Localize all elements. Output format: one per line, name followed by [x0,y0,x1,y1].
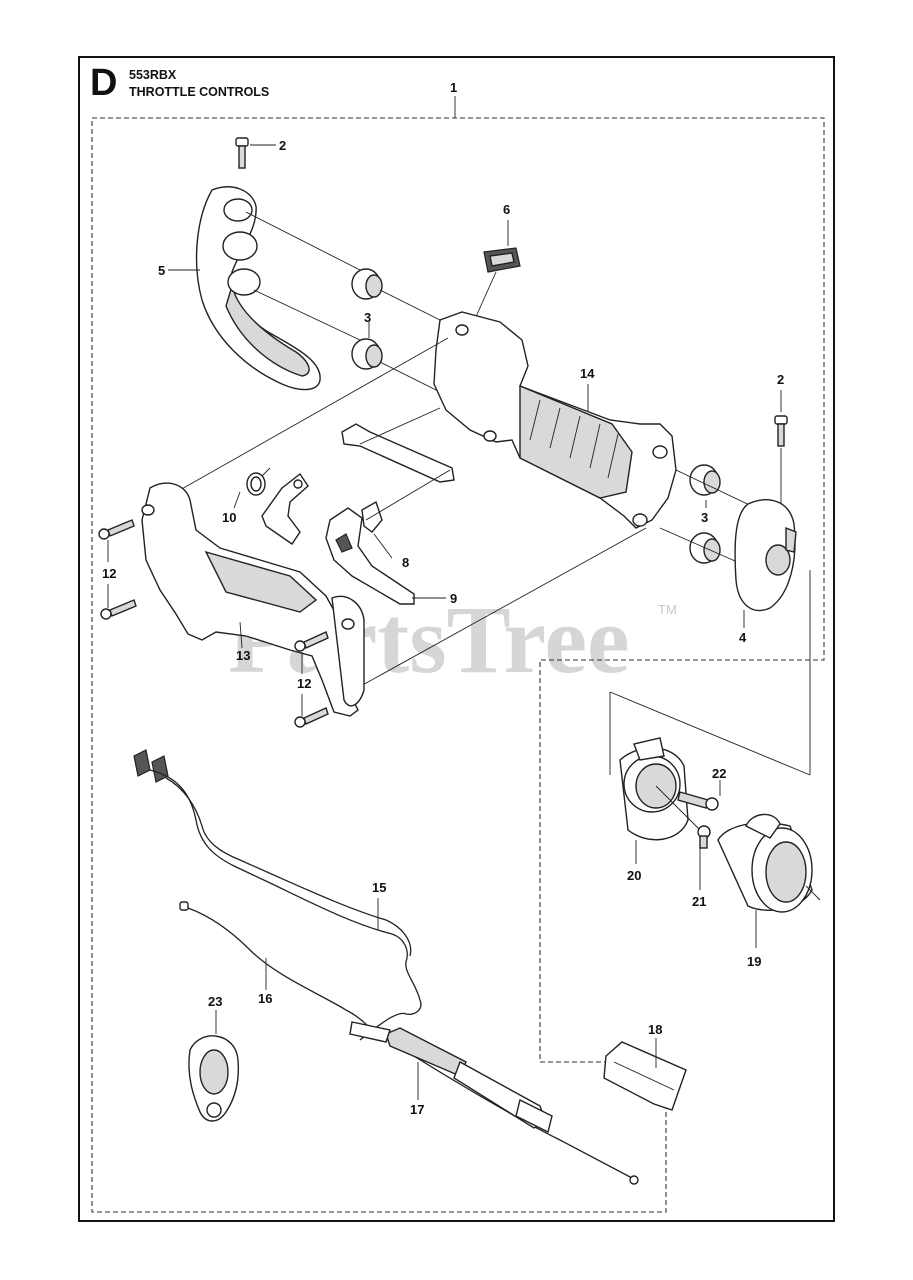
part-2-screw-right [774,415,788,447]
part-4-end-cap [734,499,797,612]
part-12-screw-d [294,707,329,728]
sub-axis-sleeve [805,885,821,901]
callout-23: 23 [208,994,222,1009]
part-21-screw [697,825,711,849]
leader-10 [233,491,241,509]
part-19-sleeve [717,813,813,913]
callout-16: 16 [258,991,272,1006]
part-2-screw-top [235,137,249,169]
leader-5-axis-a [245,211,361,271]
axis-line-housing-b [349,527,647,693]
part-14-handle-housing [433,311,677,529]
diagram-title: THROTTLE CONTROLS [129,85,270,99]
part-23-cable-clip [188,1035,240,1122]
part-20-clamp [619,737,689,841]
part-3-bushing-lower [351,338,383,370]
callout-12-left: 12 [102,566,116,581]
callout-5: 5 [158,263,165,278]
part-10-spring [246,467,271,496]
callout-18: 18 [648,1022,662,1037]
leader-3-right-axis-a [675,469,761,511]
callout-17: 17 [410,1102,424,1117]
part-3-bushing-right-upper [689,464,721,496]
callout-15: 15 [372,880,386,895]
callout-19: 19 [747,954,761,969]
model-number: 553RBX [129,68,177,82]
callout-3-left: 3 [364,310,371,325]
callout-9: 9 [450,591,457,606]
part-12-screw-c [294,631,329,652]
axis-line-housing-a [179,337,449,491]
part-22-screw [677,791,719,811]
part-17-cable-boot [349,1021,553,1134]
part-3-bushing-right-lower [689,532,721,564]
callout-10: 10 [222,510,236,525]
callout-13: 13 [236,648,250,663]
callout-4: 4 [739,630,747,645]
leader-3-axis-a [379,289,441,321]
axis-line-rod [359,407,441,445]
part-5-handle-cover [195,186,321,391]
part-18-clip [603,1041,687,1111]
leader-8 [373,533,393,559]
part-12-screw-b [100,599,137,620]
watermark-trademark: TM [658,602,677,617]
callout-22: 22 [712,766,726,781]
part-12-screw-a [98,519,135,540]
axis-line-trigger [365,469,451,521]
leader-3-axis-b [379,361,441,393]
sub-axis-clamp [655,785,701,831]
section-letter: D [90,62,118,104]
part-13-handle-half [141,482,365,717]
part-lockout-lever [261,472,309,545]
sub-axis-diagonal [609,691,811,776]
part-15-wire-harness [133,749,422,1041]
leader-5-axis-b [253,289,361,341]
callout-12-right: 12 [297,676,311,691]
leader-13 [239,621,243,649]
callout-1: 1 [450,80,457,95]
part-8-trigger-spring [361,500,383,533]
callout-2-right: 2 [777,372,784,387]
callout-8: 8 [402,555,409,570]
part-throttle-rod [341,423,455,483]
callout-6: 6 [503,202,510,217]
callout-2-top: 2 [279,138,286,153]
part-3-bushing-upper [351,268,383,300]
assembly-boundary-1 [91,117,825,1213]
diagram-frame [78,56,835,1222]
part-9-trigger [325,507,415,605]
part-6-switch [483,247,521,273]
callout-3-right: 3 [701,510,708,525]
callout-14: 14 [580,366,595,381]
callout-21: 21 [692,894,706,909]
callout-20: 20 [627,868,641,883]
